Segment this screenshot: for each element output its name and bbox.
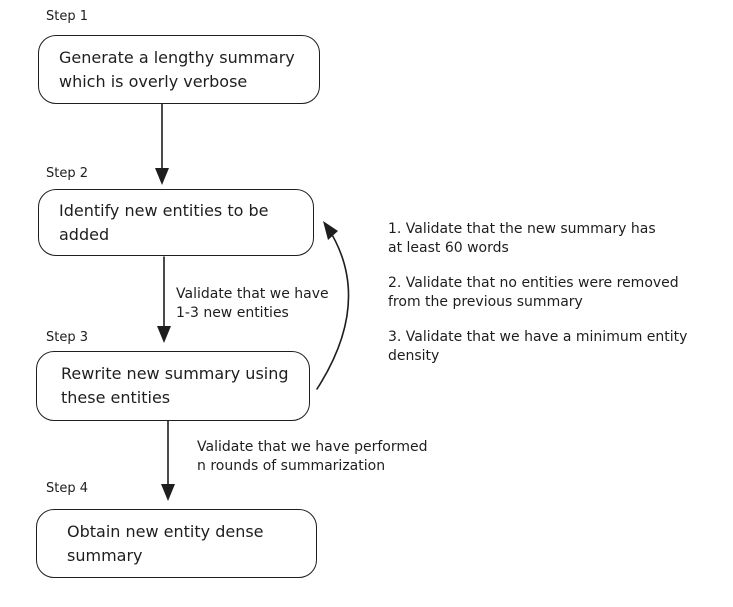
step-2-box: Identify new entities to be added <box>38 189 314 256</box>
edge-label-step2-step3: Validate that we have 1-3 new entities <box>176 286 329 321</box>
validation-note-2: 2. Validate that no entities were remove… <box>388 275 679 310</box>
arrow-step1-to-step2 <box>155 103 169 185</box>
step-2-text: Identify new entities to be added <box>59 200 269 244</box>
validation-notes: 1. Validate that the new summary has at … <box>388 220 723 366</box>
step-4-label: Step 4 <box>46 481 89 496</box>
step-4-text: Obtain new entity dense summary <box>67 521 264 565</box>
arrow-step3-to-step4 <box>161 420 175 501</box>
validation-note-3: 3. Validate that we have a minimum entit… <box>388 329 688 364</box>
arrowhead-down-icon <box>161 484 175 501</box>
validation-note-1: 1. Validate that the new summary has at … <box>388 221 656 256</box>
arrow-feedback-step3-to-step2 <box>316 221 350 390</box>
step-1-box: Generate a lengthy summary which is over… <box>38 35 320 104</box>
step-3-box: Rewrite new summary using these entities <box>36 351 310 421</box>
step-1-text: Generate a lengthy summary which is over… <box>59 47 295 91</box>
arrow-step2-to-step3 <box>157 256 171 343</box>
step-4-box: Obtain new entity dense summary <box>36 509 317 578</box>
arrowhead-down-icon <box>155 168 169 185</box>
arrowhead-up-left-icon <box>323 221 338 240</box>
arrowhead-down-icon <box>157 326 171 343</box>
edge-label-step3-step4: Validate that we have performed n rounds… <box>197 439 428 474</box>
step-3-label: Step 3 <box>46 330 89 345</box>
step-3-text: Rewrite new summary using these entities <box>61 364 289 407</box>
step-1-label: Step 1 <box>46 9 89 24</box>
step-2-label: Step 2 <box>46 166 89 181</box>
